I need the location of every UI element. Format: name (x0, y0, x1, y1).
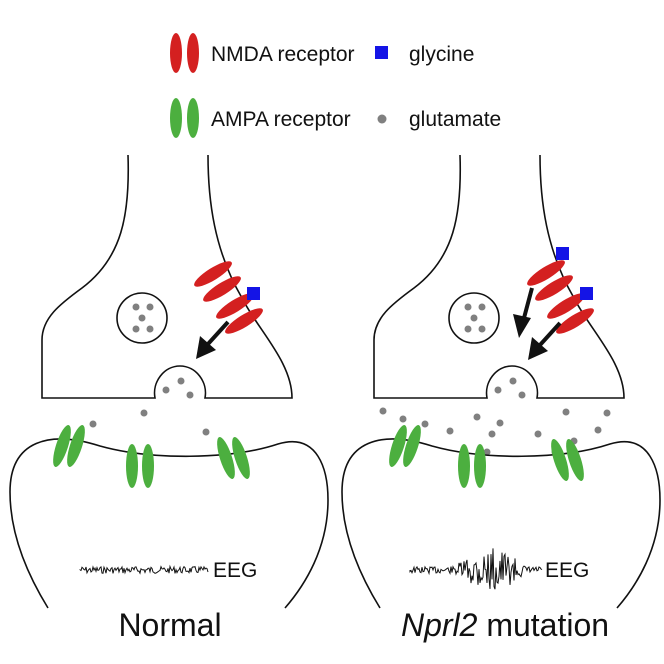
nmda-receptor-mutation-2 (547, 293, 594, 334)
panel-title-gene: Nprl2 (401, 607, 478, 643)
glycine-normal (247, 287, 260, 300)
legend-glycine-label: glycine (409, 43, 474, 66)
fusing-glutamate-mutation (494, 377, 526, 399)
cleft-glutamate-mutation (379, 407, 611, 456)
presynaptic-terminal-mutation (373, 154, 625, 399)
nmda-receptor-normal-2 (216, 293, 263, 334)
arrow-normal (196, 320, 230, 359)
presynaptic-terminal-normal (41, 154, 293, 399)
glycine-mutation-1 (556, 247, 569, 260)
ampa-receptor-normal-3 (217, 436, 250, 480)
postsynaptic-neuron-normal (9, 438, 329, 609)
legend-glutamate-icon (377, 114, 387, 124)
ampa-receptor-mutation-1 (389, 424, 421, 468)
fusing-glutamate-normal (162, 377, 194, 399)
vesicle-glutamate-mutation (464, 303, 486, 333)
vesicle-normal (116, 292, 168, 344)
arrow-mutation-1 (513, 287, 534, 338)
legend-ampa-label: AMPA receptor (211, 108, 351, 131)
nmda-receptor-normal-1 (194, 261, 241, 302)
legend-nmda-icon (170, 33, 199, 73)
panel-normal: EEG Normal (9, 154, 329, 643)
panel-title-mutation-rest: mutation (477, 607, 609, 643)
vesicle-mutation (448, 292, 500, 344)
nmda-receptor-mutation-1 (527, 260, 573, 301)
panel-mutation: EEG Nprl2 mutation (341, 154, 661, 643)
eeg-label-mutation: EEG (545, 559, 589, 582)
panel-title-mutation: Nprl2 mutation (401, 607, 609, 643)
legend-glutamate-label: glutamate (409, 108, 501, 131)
ampa-receptor-mutation-2 (458, 444, 486, 488)
ampa-receptor-normal-2 (126, 444, 154, 488)
legend: NMDA receptor glycine AMPA receptor glut… (170, 33, 501, 138)
legend-nmda-label: NMDA receptor (211, 43, 355, 66)
eeg-trace-mutation (409, 548, 543, 590)
vesicle-glutamate-normal (132, 303, 154, 333)
arrow-mutation-2 (528, 321, 562, 360)
eeg-label-normal: EEG (213, 559, 257, 582)
eeg-trace-normal (79, 564, 209, 575)
postsynaptic-neuron-mutation (341, 438, 661, 609)
legend-glycine-icon (375, 46, 388, 59)
glycine-mutation-2 (580, 287, 593, 300)
panel-title-normal: Normal (118, 607, 221, 643)
ampa-receptor-mutation-3 (551, 438, 584, 482)
legend-ampa-icon (170, 98, 199, 138)
ampa-receptor-normal-1 (53, 424, 85, 468)
cleft-glutamate-normal (89, 409, 210, 436)
